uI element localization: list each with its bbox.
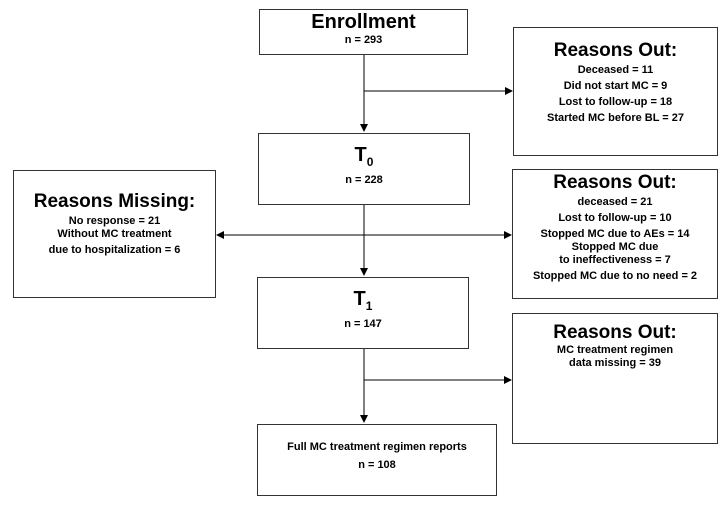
reasons-out-box-3: Reasons Out: MC treatment regimen data m…	[512, 313, 718, 444]
t0-title-main: T	[354, 144, 367, 166]
reasons-out-2-line: Lost to follow-up = 10	[558, 212, 672, 224]
reasons-out-1-line: Did not start MC = 9	[563, 80, 668, 92]
reasons-out-1-line: Lost to follow-up = 18	[558, 96, 673, 108]
reasons-out-3-line: data missing = 39	[568, 357, 661, 369]
reasons-missing-heading: Reasons Missing:	[33, 191, 196, 212]
t1-title-sub: 1	[365, 299, 373, 313]
t0-title: T0	[259, 144, 469, 173]
reasons-out-box-1: Reasons Out: Deceased = 11 Did not start…	[513, 27, 718, 156]
t1-title: T1	[258, 288, 468, 317]
reasons-out-1-heading: Reasons Out:	[553, 40, 678, 61]
reasons-missing-line: due to hospitalization = 6	[48, 244, 181, 256]
reasons-out-2-line: deceased = 21	[577, 196, 653, 208]
enrollment-box: Enrollment n = 293	[259, 9, 468, 55]
reasons-out-3-heading: Reasons Out:	[553, 322, 677, 343]
final-title: Full MC treatment regimen reports	[287, 441, 467, 453]
t1-title-main: T	[353, 288, 366, 310]
t0-box: T0 n = 228	[258, 133, 470, 205]
reasons-out-2-line: to ineffectiveness = 7	[559, 254, 671, 266]
reasons-out-2-heading: Reasons Out:	[553, 172, 677, 193]
t0-count: n = 228	[345, 174, 383, 186]
t1-count: n = 147	[344, 318, 382, 330]
reasons-missing-box: Reasons Missing: No response = 21 Withou…	[13, 170, 216, 298]
t0-title-sub: 0	[366, 155, 374, 169]
reasons-missing-line: No response = 21	[68, 215, 161, 227]
reasons-out-box-2: Reasons Out: deceased = 21 Lost to follo…	[512, 169, 718, 299]
enrollment-title: Enrollment	[311, 11, 416, 33]
reasons-out-2-line: Stopped MC due to no need = 2	[532, 270, 698, 282]
final-box: Full MC treatment regimen reports n = 10…	[257, 424, 497, 496]
reasons-missing-line: Without MC treatment	[57, 228, 172, 240]
reasons-out-1-line: Started MC before BL = 27	[546, 112, 685, 124]
reasons-out-1-line: Deceased = 11	[577, 64, 654, 76]
reasons-out-3-line: MC treatment regimen	[556, 344, 674, 356]
t1-box: T1 n = 147	[257, 277, 469, 349]
reasons-out-2-line: Stopped MC due to AEs = 14	[540, 228, 690, 240]
final-count: n = 108	[358, 459, 396, 471]
reasons-out-2-line: Stopped MC due	[571, 241, 659, 253]
enrollment-count: n = 293	[344, 34, 383, 46]
